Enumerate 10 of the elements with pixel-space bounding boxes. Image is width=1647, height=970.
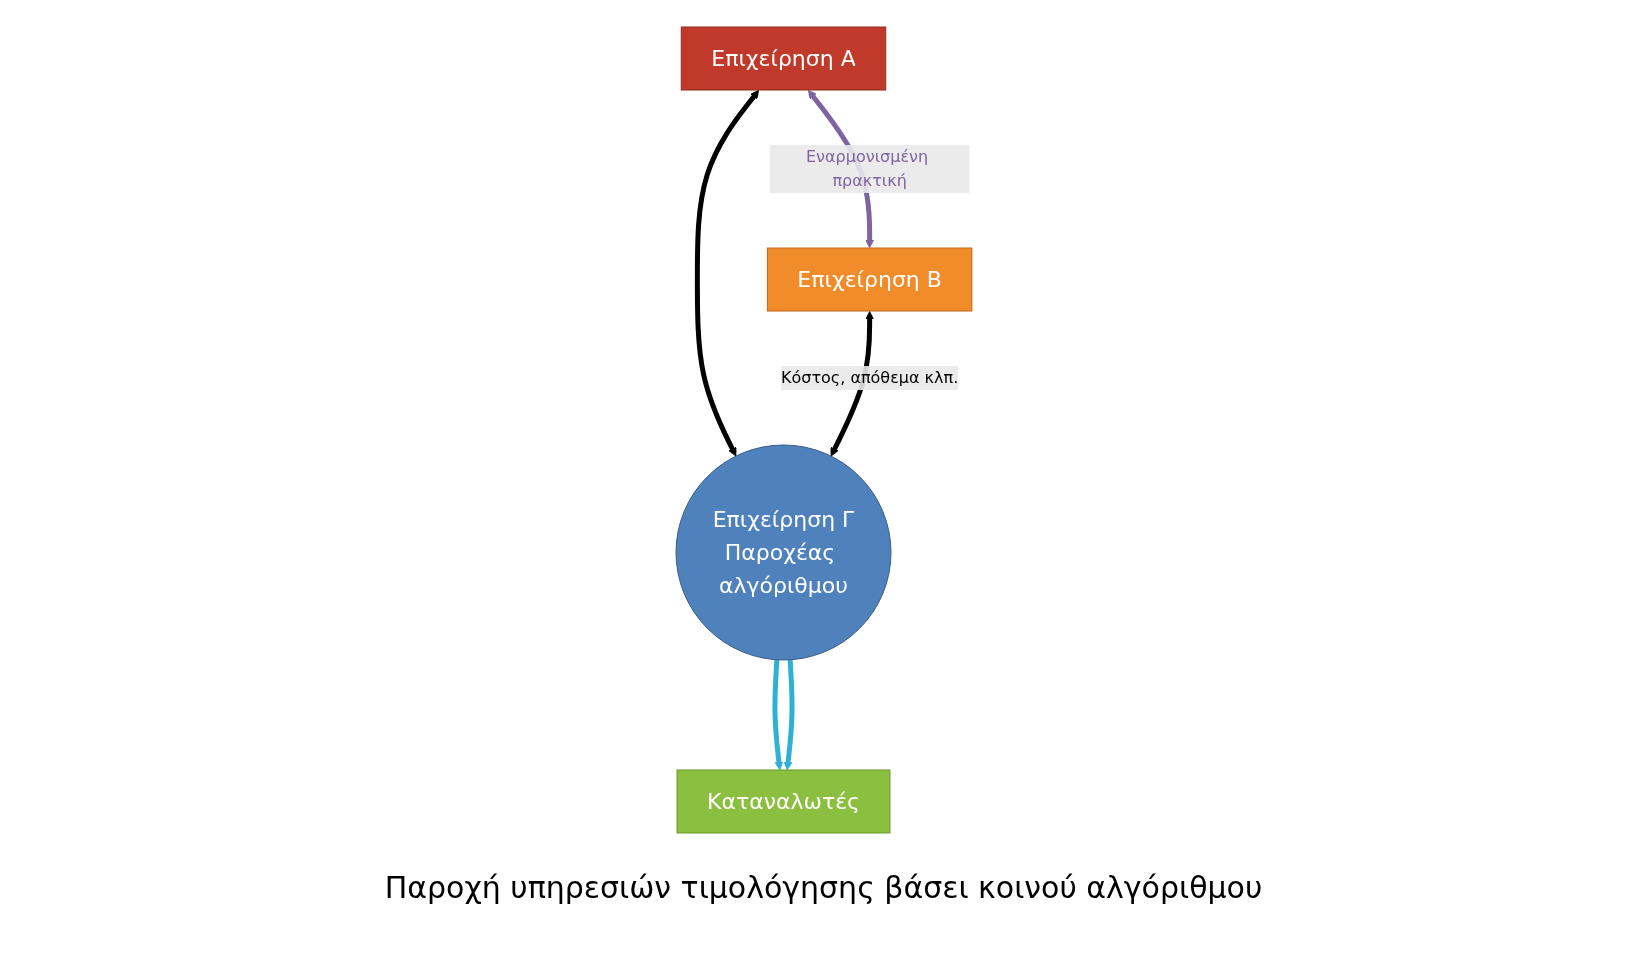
node-box: Καταναλωτές [676, 769, 891, 834]
node-box: Επιχείρηση Α [680, 26, 886, 91]
node-box: Επιχείρηση Β [766, 247, 972, 312]
note-text: Παροχή υπηρεσιών τιμολόγησης βάσει κοινού αλγόριθμου [384, 870, 1263, 905]
arrow [772, 659, 783, 771]
node-circle: Επιχείρηση Γ Παροχέας αλγόριθμου [675, 444, 892, 661]
arrow [783, 659, 795, 771]
arrow [694, 89, 759, 457]
edge-label: Εναρμονισμένη πρακτική [805, 147, 928, 191]
edge-label: Κόστος, απόθεμα κλπ. [780, 368, 958, 387]
